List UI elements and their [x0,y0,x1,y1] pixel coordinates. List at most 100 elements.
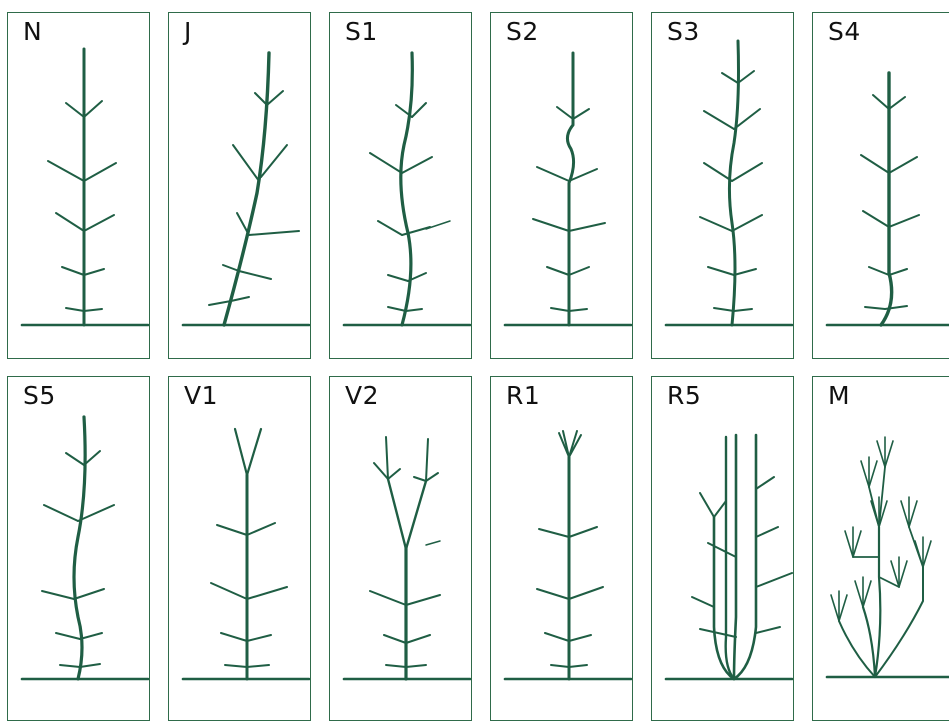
branch [231,297,249,301]
branch [412,103,426,117]
branch [386,665,406,667]
branch [388,275,408,281]
branch [889,97,905,109]
branch [247,665,269,667]
branch [42,591,74,599]
branch [267,91,283,105]
branch [247,635,271,641]
branch [426,439,428,481]
stem [714,517,734,679]
panel-j: J [168,12,311,359]
branch [551,665,569,667]
branch [692,597,714,607]
branch [221,633,247,641]
branch [426,221,450,229]
tree-drawing [652,377,794,721]
branch [869,461,877,487]
branch [84,269,104,275]
branch [869,267,889,275]
branch [756,573,792,587]
branch [225,665,247,667]
branch [374,463,388,479]
branch [426,473,438,481]
panel-r1: R1 [490,376,633,721]
tree-drawing [813,13,949,359]
branch [370,591,406,605]
tree-drawing [813,377,949,721]
branch [56,633,80,639]
panel-m: M [812,376,949,721]
branch [738,71,754,83]
branch [714,501,726,517]
branch [537,167,569,181]
branch [547,267,569,275]
branch [889,157,917,173]
branch [845,531,853,557]
stem [726,437,734,679]
branch [700,493,714,517]
branch [839,595,847,621]
branch [704,163,732,181]
branch [861,461,869,487]
tree-drawing [652,13,794,359]
branch [261,145,287,177]
tree-drawing [169,377,311,721]
branch [573,109,589,119]
branch [414,477,426,481]
branch [853,531,861,557]
branch [714,308,734,311]
branch [235,429,247,475]
panel-n: N [7,12,150,359]
branch [756,627,780,633]
branch [247,429,261,475]
branch [863,211,889,227]
branch [732,215,762,231]
tree-drawing [169,13,311,359]
branch [569,527,597,537]
branch [569,223,605,231]
branch [734,269,756,275]
tree-drawing [8,377,150,721]
branch [557,107,573,119]
branch [756,527,778,537]
branch [545,633,569,641]
branch [700,629,736,637]
branch [569,635,591,641]
branch [386,437,388,479]
branch [209,301,231,305]
tree-drawing [491,377,633,721]
branch [569,587,603,599]
panel-s5: S5 [7,376,150,721]
branch [889,215,919,227]
branch [533,219,569,231]
branch [237,213,249,235]
branch [885,441,893,467]
branch [66,453,84,465]
branch [247,523,275,535]
branch [551,308,569,311]
branch [734,309,752,311]
branch [831,595,839,621]
branch [249,231,299,235]
branch [700,217,732,231]
branch [255,93,267,105]
branch [889,269,907,275]
branch [388,479,406,549]
branch [539,529,569,537]
branch [84,309,102,311]
branch [756,477,774,489]
branch [865,307,885,309]
branch [406,309,422,311]
branch [406,481,426,549]
branch [406,595,440,605]
branch [899,561,907,587]
panel-s1: S1 [329,12,472,359]
panel-v1: V1 [168,376,311,721]
branch [62,267,84,275]
panel-s4: S4 [812,12,949,359]
branch [402,157,432,173]
stem [224,53,269,325]
branch [722,73,738,83]
branch [869,487,879,527]
tree-drawing [330,13,472,359]
